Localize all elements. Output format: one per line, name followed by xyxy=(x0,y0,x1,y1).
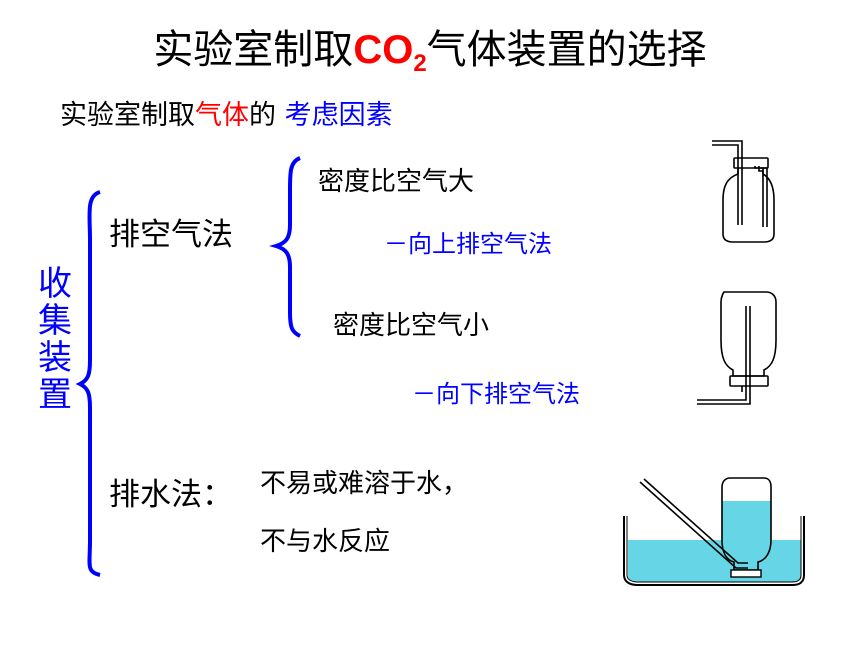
page-title: 实验室制取CO2气体装置的选择 xyxy=(0,22,860,92)
collection-char: 集 xyxy=(38,301,72,341)
title-formula: CO2 xyxy=(353,28,426,77)
denser-than-air-text: 密度比空气大 xyxy=(318,167,475,197)
subtitle-gas: 气体 xyxy=(195,100,249,131)
collection-char: 装 xyxy=(38,338,72,378)
collection-char: 收 xyxy=(38,264,72,304)
collection-device-label: 收 集 装 置 xyxy=(30,266,80,414)
air-displacement-label: 排空气法 xyxy=(109,217,233,253)
collection-char: 置 xyxy=(38,375,72,415)
water-condition-line2: 不与水反应 xyxy=(260,527,391,557)
title-formula-main: CO xyxy=(353,28,414,72)
upward-air-method-text: －向上排空气法 xyxy=(384,230,552,258)
subtitle-factors: 考虑因素 xyxy=(284,100,393,131)
title-suffix: 气体装置的选择 xyxy=(426,27,707,73)
subtitle: 实验室制取气体的 考虑因素 xyxy=(60,96,393,136)
water-condition-line1: 不易或难溶于水， xyxy=(260,469,469,499)
small-brace xyxy=(269,156,301,338)
subtitle-part3: 的 xyxy=(249,100,285,131)
downward-air-method-text: －向下排空气法 xyxy=(412,380,580,408)
water-trough xyxy=(623,477,805,586)
subtitle-part1: 实验室制取 xyxy=(60,100,195,131)
title-formula-subscript: 2 xyxy=(413,50,427,77)
lighter-than-air-text: 密度比空气小 xyxy=(333,311,490,341)
downward-air-bottle xyxy=(697,291,777,405)
upward-air-bottle xyxy=(712,140,775,243)
water-displacement-label: 排水法： xyxy=(109,477,233,513)
big-brace xyxy=(75,190,101,577)
title-prefix: 实验室制取 xyxy=(153,27,354,73)
